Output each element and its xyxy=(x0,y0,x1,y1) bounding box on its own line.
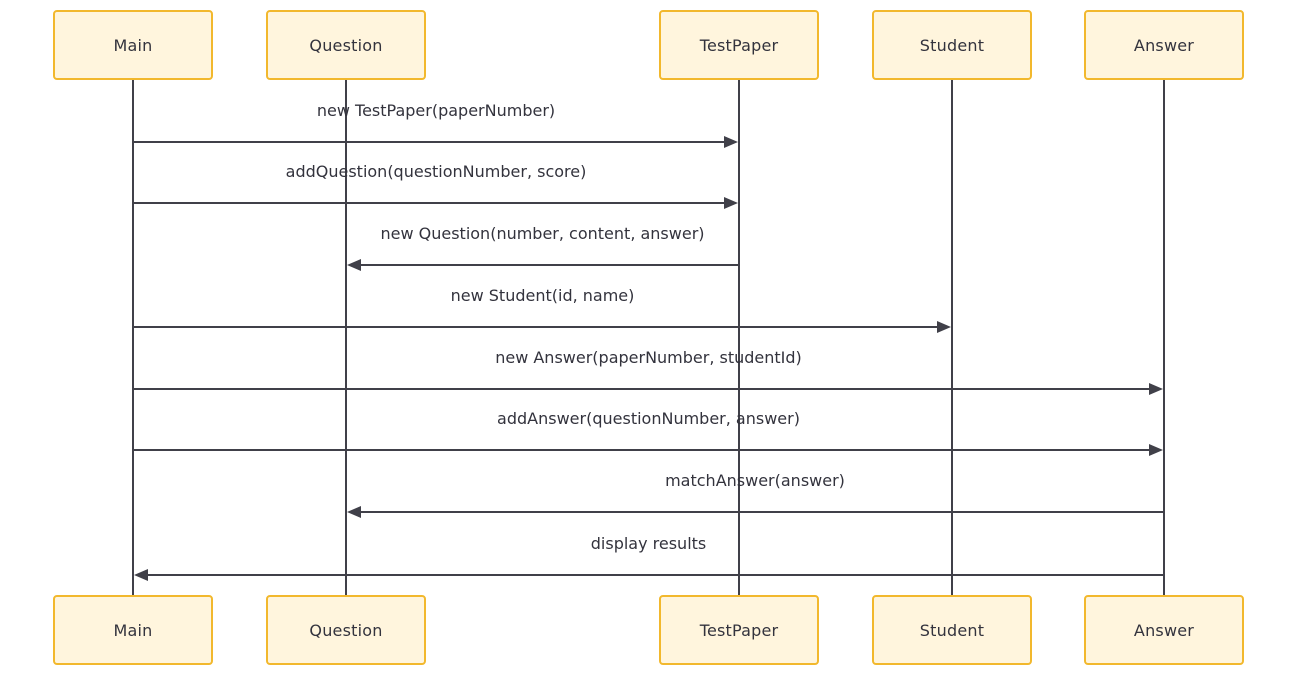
arrowhead-icon xyxy=(347,259,361,271)
arrowhead-icon xyxy=(1149,444,1163,456)
lifeline-answer xyxy=(1163,80,1165,595)
participant-bottom-question: Question xyxy=(266,595,426,665)
participant-bottom-main: Main xyxy=(53,595,213,665)
arrowhead-icon xyxy=(134,569,148,581)
message-line xyxy=(143,574,1164,576)
participant-label: Main xyxy=(113,35,153,55)
participant-label: Student xyxy=(919,620,985,640)
participant-label: Question xyxy=(309,620,383,640)
message-label: new Answer(paperNumber, studentId) xyxy=(495,348,802,367)
participant-top-testpaper: TestPaper xyxy=(659,10,819,80)
participant-bottom-student: Student xyxy=(872,595,1032,665)
participant-label: Answer xyxy=(1133,35,1195,55)
message-label: new TestPaper(paperNumber) xyxy=(316,101,556,120)
participant-label: TestPaper xyxy=(699,620,779,640)
arrowhead-icon xyxy=(724,197,738,209)
participant-top-main: Main xyxy=(53,10,213,80)
participant-label: Student xyxy=(919,35,985,55)
message-label: new Student(id, name) xyxy=(450,286,635,305)
lifeline-question xyxy=(345,80,347,595)
arrowhead-icon xyxy=(347,506,361,518)
message-line xyxy=(133,449,1154,451)
participant-label: TestPaper xyxy=(699,35,779,55)
participant-top-student: Student xyxy=(872,10,1032,80)
participant-top-question: Question xyxy=(266,10,426,80)
participant-bottom-testpaper: TestPaper xyxy=(659,595,819,665)
participant-label: Answer xyxy=(1133,620,1195,640)
lifeline-testpaper xyxy=(738,80,740,595)
message-line xyxy=(133,388,1154,390)
lifeline-main xyxy=(132,80,134,595)
message-line xyxy=(356,511,1164,513)
lifeline-student xyxy=(951,80,953,595)
arrowhead-icon xyxy=(724,136,738,148)
message-line xyxy=(133,141,729,143)
participant-top-answer: Answer xyxy=(1084,10,1244,80)
participant-label: Question xyxy=(309,35,383,55)
message-line xyxy=(356,264,739,266)
message-line xyxy=(133,202,729,204)
message-label: matchAnswer(answer) xyxy=(665,471,845,490)
message-line xyxy=(133,326,942,328)
message-label: display results xyxy=(590,534,707,553)
message-label: addQuestion(questionNumber, score) xyxy=(285,162,587,181)
arrowhead-icon xyxy=(937,321,951,333)
arrowhead-icon xyxy=(1149,383,1163,395)
message-label: new Question(number, content, answer) xyxy=(380,224,705,243)
message-label: addAnswer(questionNumber, answer) xyxy=(497,409,800,428)
participant-label: Main xyxy=(113,620,153,640)
participant-bottom-answer: Answer xyxy=(1084,595,1244,665)
